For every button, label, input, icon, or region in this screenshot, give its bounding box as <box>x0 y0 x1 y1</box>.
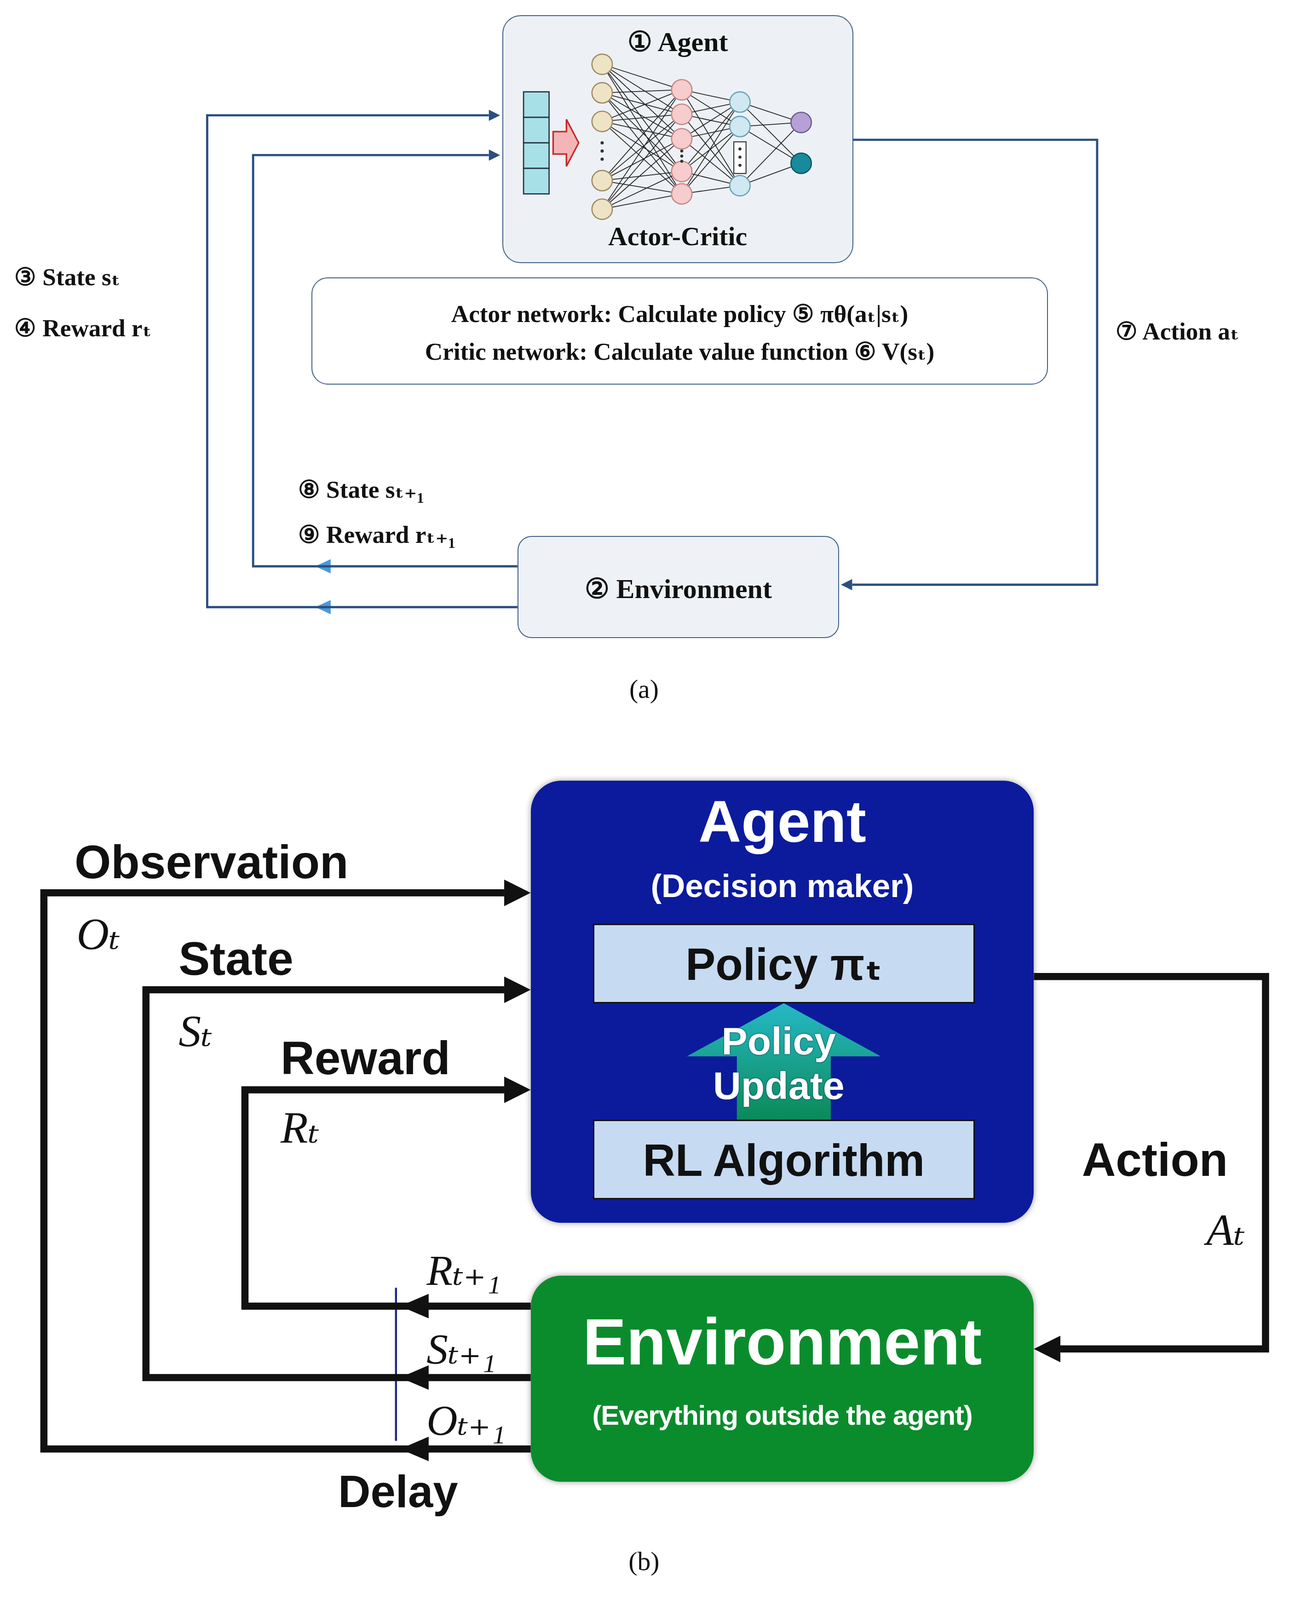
edge-label: ⑦ Action aₜ <box>1115 317 1240 346</box>
environment-box: ② Environment <box>517 535 840 639</box>
flow-arrowhead <box>315 599 331 615</box>
neuron <box>592 82 613 104</box>
node-title: Actor network: Calculate policy ⑤ πθ(aₜ|… <box>312 299 1048 329</box>
input-cell <box>523 143 549 169</box>
edge-label: State <box>178 932 294 987</box>
annotation-label: Oₜ <box>76 908 121 960</box>
flow-connector <box>851 139 1097 585</box>
flow-connector <box>244 1089 531 1307</box>
ellipsis-box <box>733 141 747 174</box>
annotation-label: (b) <box>628 1546 660 1577</box>
environment-box: Environment (Everything outside the agent… <box>530 1275 1035 1482</box>
node-subtitle: Critic network: Calculate value function… <box>312 338 1048 367</box>
node-title: Policy πₜ <box>594 938 974 991</box>
annotation-label: ⑧ State sₜ₊₁ <box>298 475 425 504</box>
flow-connector <box>1033 976 1266 1350</box>
edge-label: ④ Reward rₜ <box>14 314 152 343</box>
neuron <box>592 199 613 220</box>
annotation-label: Sₜ₊₁ <box>426 1324 496 1374</box>
neuron <box>671 183 692 204</box>
output-neuron <box>790 153 812 174</box>
output-neuron <box>790 112 812 133</box>
node-title: ② Environment <box>518 572 839 605</box>
connector-layer <box>43 115 1266 1450</box>
flow-connector <box>253 155 518 567</box>
node-title: ① Agent <box>503 25 853 58</box>
ellipsis-dot <box>738 147 742 151</box>
algorithm-box: RL Algorithm <box>592 1119 975 1200</box>
annotation-label: Oₜ₊₁ <box>426 1396 506 1446</box>
update-arrow <box>686 1003 881 1120</box>
ellipsis-dot <box>680 159 684 163</box>
annotation-label: Rₜ₊₁ <box>426 1245 501 1295</box>
annotation-label: ⑨ Reward rₜ₊₁ <box>298 520 456 549</box>
annotation-label: Aₜ <box>1206 1203 1245 1256</box>
node-title: Environment <box>530 1304 1035 1380</box>
annotation-label: Sₜ <box>178 1005 213 1057</box>
node-subtitle: Actor-Critic <box>503 221 853 252</box>
node-title: RL Algorithm <box>594 1134 974 1187</box>
flow-arrowhead <box>400 1436 429 1462</box>
flow-connector <box>207 115 518 608</box>
flow-connector <box>43 892 531 1450</box>
neuron <box>671 161 692 182</box>
ellipsis-dot <box>600 141 604 145</box>
neuron <box>592 111 613 132</box>
ellipsis-dot <box>680 154 684 158</box>
node-subtitle: (Everything outside the agent) <box>530 1399 1035 1432</box>
annotation-label: Rₜ <box>280 1101 320 1154</box>
input-cell <box>523 168 549 194</box>
ellipsis-dot <box>738 155 742 159</box>
neuron <box>671 128 692 149</box>
edge-label: Action <box>1081 1133 1228 1188</box>
agent-box: Agent (Decision maker) Policy πₜ RL Algorit… <box>530 780 1035 1223</box>
neuron <box>671 79 692 100</box>
ellipsis-dot <box>680 149 684 153</box>
annotation-label: (a) <box>629 673 659 704</box>
node-title: Agent <box>530 787 1035 856</box>
policy-box: Policy πₜ <box>592 923 975 1004</box>
neuron <box>671 103 692 125</box>
neuron <box>729 116 750 137</box>
input-arrow <box>552 119 579 167</box>
line-decorations <box>315 559 429 1462</box>
edge-label: Reward <box>280 1031 451 1086</box>
input-cell <box>523 117 549 143</box>
agent-box: ① AgentActor-Critic <box>502 15 854 264</box>
network-weights <box>602 64 802 210</box>
edge-label: Observation <box>74 835 349 890</box>
neuron <box>729 92 750 113</box>
network-description-box: Actor network: Calculate policy ⑤ πθ(aₜ|… <box>311 277 1049 385</box>
delay-line <box>395 1287 398 1441</box>
neuron <box>592 170 613 191</box>
node-subtitle: (Decision maker) <box>530 867 1035 905</box>
ellipsis-dot <box>738 163 742 167</box>
ellipsis-dot <box>600 149 604 153</box>
neuron <box>729 175 750 196</box>
flow-arrowhead <box>315 559 331 574</box>
flow-connector <box>145 989 531 1378</box>
ellipsis-dot <box>600 157 604 161</box>
edge-label: ③ State sₜ <box>14 263 121 292</box>
neural-network-illustration <box>523 54 812 220</box>
annotation-label: Delay <box>338 1466 458 1518</box>
input-cell <box>523 92 549 118</box>
neuron <box>592 54 613 75</box>
flow-arrowhead <box>400 1294 429 1319</box>
flow-arrowhead <box>400 1365 429 1390</box>
